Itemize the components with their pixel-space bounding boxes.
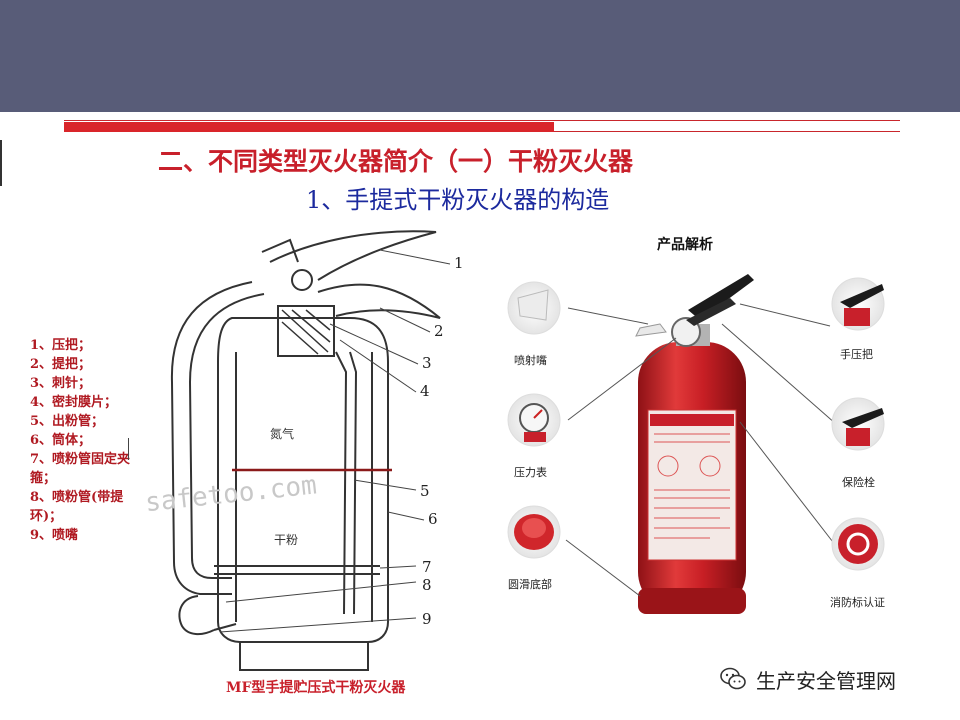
brand-watermark: 生产安全管理网 <box>718 662 896 696</box>
gas-label: 氮气 <box>270 426 294 441</box>
callout-9: 9 <box>422 610 432 628</box>
legend-item: 7、喷粉管固定夹箍； <box>30 452 131 486</box>
extinguisher-diagram: safetoo.com 氮气 干粉 1 2 3 4 5 6 7 8 9 <box>144 230 464 671</box>
label-cert: 消防标认证 <box>830 596 885 609</box>
slide-title: 二、不同类型灭火器简介（一）干粉灭火器 <box>158 147 634 176</box>
subtitle-number: 1 <box>306 186 322 214</box>
legend-item: 2、提把； <box>30 357 92 372</box>
header-band <box>0 0 960 112</box>
powder-label: 干粉 <box>274 533 298 547</box>
legend-item: 4、密封膜片； <box>30 395 118 410</box>
legend-item: 5、出粉管； <box>30 414 105 429</box>
accent-bar <box>64 122 554 132</box>
legend-item: 9、喷嘴 <box>30 528 79 543</box>
callout-3: 3 <box>422 354 432 372</box>
left-marker <box>0 140 2 186</box>
label-base: 圆滑底部 <box>508 578 552 591</box>
parts-legend: 1、压把； 2、提把； 3、刺针； 4、密封膜片； 5、出粉管； 6、筒体； 7… <box>30 336 150 545</box>
subtitle-text: 、手提式干粉灭火器的构造 <box>321 186 610 214</box>
slide-subtitle: 1、手提式干粉灭火器的构造 <box>306 180 609 215</box>
callout-4: 4 <box>420 382 430 400</box>
brand-name: 生产安全管理网 <box>756 668 896 693</box>
divider-line-lower <box>554 131 900 132</box>
label-handle: 手压把 <box>840 348 873 361</box>
label-nozzle: 喷射嘴 <box>514 354 547 367</box>
label-pin: 保险栓 <box>842 476 875 489</box>
callout-7: 7 <box>422 558 432 576</box>
legend-divider <box>128 438 129 460</box>
product-title: 产品解析 <box>657 237 713 253</box>
legend-item: 6、筒体； <box>30 433 92 448</box>
callout-8: 8 <box>422 576 432 594</box>
divider-line <box>64 120 900 121</box>
diagram-watermark: safetoo.com <box>144 470 318 518</box>
callout-6: 6 <box>428 510 438 528</box>
callout-5: 5 <box>420 482 430 500</box>
callout-2: 2 <box>434 322 444 340</box>
legend-item: 3、刺针； <box>30 376 92 391</box>
wechat-icon <box>720 667 746 690</box>
product-illustration <box>507 274 885 614</box>
callout-1: 1 <box>454 254 464 272</box>
diagram-caption: MF型手提贮压式干粉灭火器 <box>226 680 406 696</box>
legend-item: 8、喷粉管(带提环)； <box>30 490 124 524</box>
label-gauge: 压力表 <box>514 466 547 479</box>
legend-item: 1、压把； <box>30 338 92 353</box>
